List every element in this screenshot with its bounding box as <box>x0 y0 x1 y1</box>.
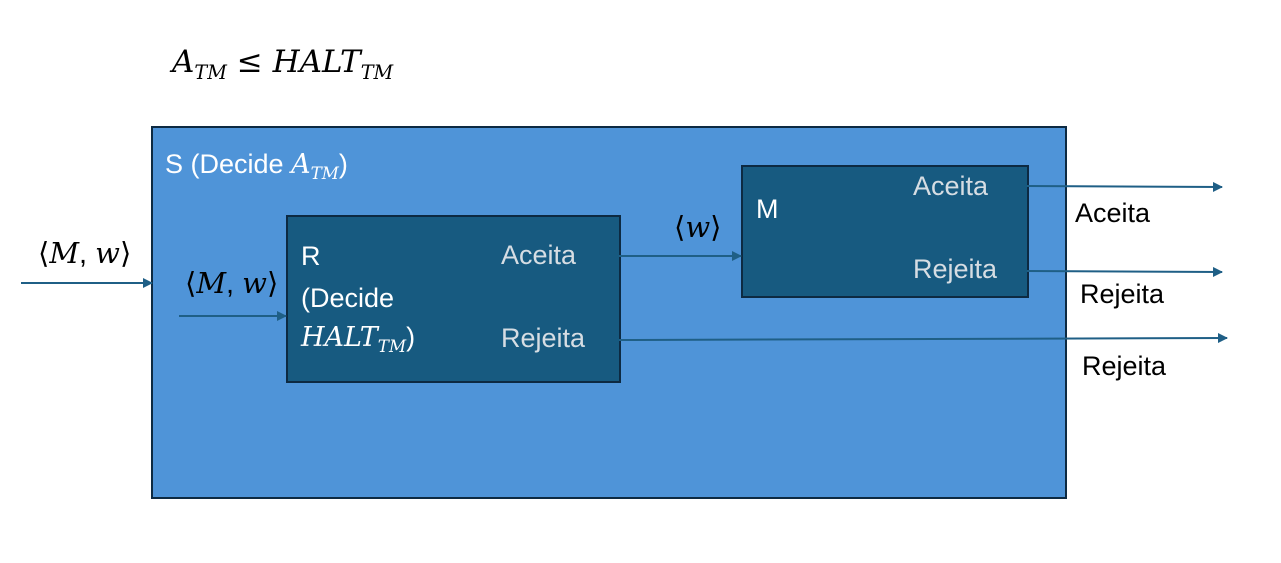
machine-m-accept: Aceita <box>913 171 989 201</box>
machine-m-name: M <box>756 194 779 224</box>
outer-input-m: M <box>49 236 80 270</box>
machine-s-a: A <box>291 149 311 180</box>
arrow-r-reject-out <box>618 333 1228 344</box>
outer-input-w: w <box>95 236 120 270</box>
inner-input-close: ⟩ <box>266 268 279 300</box>
title-operator: ≤ <box>226 44 273 80</box>
machine-s-label: S (Decide ATM) <box>165 149 348 183</box>
title-formula: ATM ≤ HALTTM <box>172 44 393 84</box>
machine-r-box <box>286 215 621 383</box>
inner-input-m: M <box>196 266 227 300</box>
output-reject-r-label: Rejeita <box>1082 351 1167 381</box>
title-a: A <box>172 44 195 80</box>
machine-r-decide: (Decide <box>301 283 395 313</box>
arrow-m-reject-out <box>1026 266 1223 277</box>
title-halt-sub: TM <box>360 60 394 84</box>
output-accept-label: Aceita <box>1075 198 1151 228</box>
w-input-open: ⟨ <box>674 212 686 244</box>
machine-r-name: R <box>301 241 321 271</box>
w-input-label: ⟨w⟩ <box>674 210 721 245</box>
machine-m-reject: Rejeita <box>913 254 998 284</box>
outer-input-open: ⟨ <box>38 238 50 270</box>
machine-r-halt-sub: TM <box>377 335 407 356</box>
w-input-close: ⟩ <box>710 212 722 244</box>
machine-r-halt: HALT <box>301 322 378 353</box>
inner-input-sep: , <box>226 268 243 300</box>
inner-input-w: w <box>242 266 267 300</box>
arrow-m-accept-out <box>1026 181 1223 192</box>
title-a-sub: TM <box>194 60 227 84</box>
outer-input-label: ⟨M, w⟩ <box>38 236 131 271</box>
machine-s-prefix: S (Decide <box>165 149 292 179</box>
inner-input-label: ⟨M, w⟩ <box>185 266 278 301</box>
outer-input-sep: , <box>79 238 96 270</box>
machine-m-box <box>741 165 1029 298</box>
title-halt: HALT <box>272 44 361 80</box>
machine-r-close: ) <box>406 322 416 352</box>
machine-r-halt-line: HALTTM) <box>301 322 416 356</box>
outer-input-close: ⟩ <box>119 238 132 270</box>
machine-r-reject: Rejeita <box>501 323 586 353</box>
machine-r-accept: Aceita <box>501 240 577 270</box>
inner-input-open: ⟨ <box>185 268 197 300</box>
machine-s-a-sub: TM <box>310 162 339 183</box>
output-reject-m-label: Rejeita <box>1080 279 1165 309</box>
w-input-w: w <box>685 210 711 244</box>
machine-s-suffix: ) <box>338 149 348 179</box>
